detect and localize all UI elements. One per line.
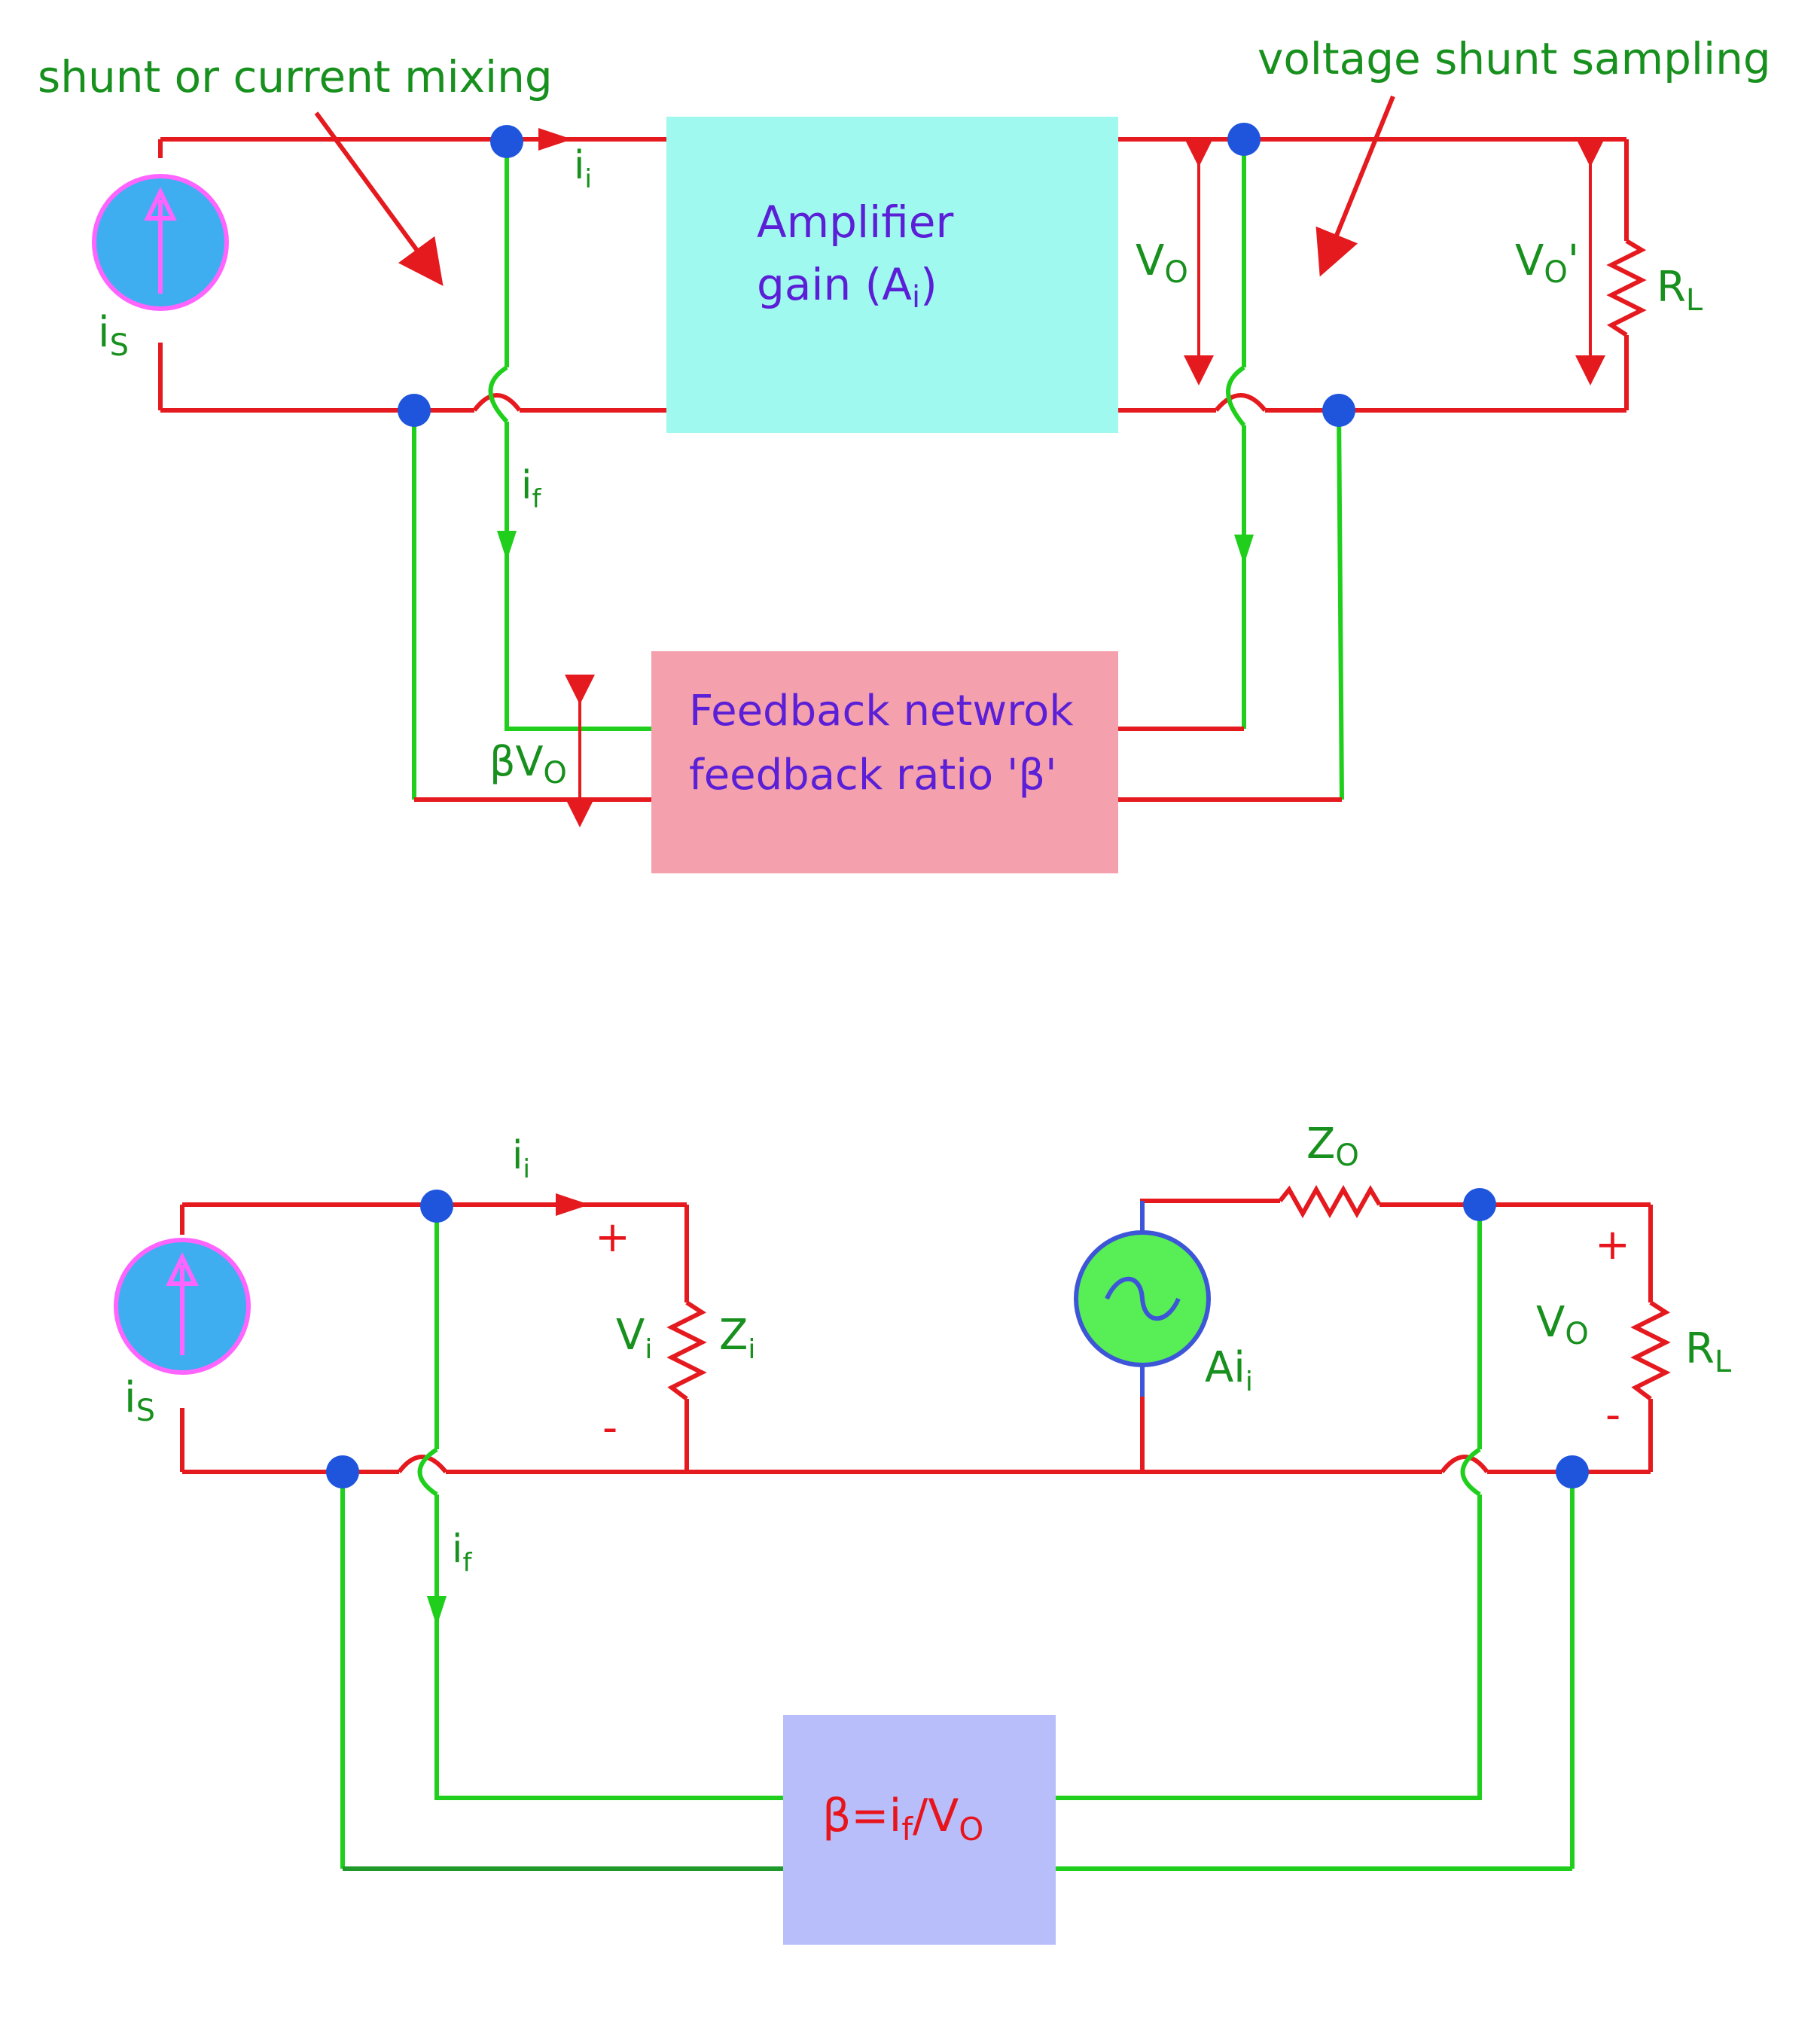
bot-zi-label: Zi [719, 1311, 755, 1365]
bot-node-output-bottom [1556, 1455, 1589, 1488]
top-circuit: shunt or current mixing voltage shunt sa… [38, 33, 1771, 873]
feedback-network-title: Feedback netwrok [689, 687, 1074, 736]
bot-zi-resistor [666, 1300, 707, 1401]
top-sample-arrowhead [1234, 535, 1254, 565]
bot-ai-label: Aii [1205, 1343, 1253, 1397]
top-input-bottom-wire-hop [472, 393, 522, 412]
bot-vi-label: Vi [616, 1311, 652, 1365]
top-current-source-arrowhead [144, 187, 177, 221]
top-if-wire-hop [488, 365, 509, 424]
bot-if-wire-lower [434, 1494, 783, 1800]
bot-ii-arrow [556, 1193, 590, 1216]
bot-minus-in: - [602, 1403, 617, 1452]
bot-sample-wire-hop [1460, 1447, 1481, 1497]
top-beta-vo-label: βVO [489, 738, 567, 791]
top-sample-return-right [1337, 410, 1344, 800]
bot-plus-out: + [1595, 1220, 1630, 1269]
top-node-output-top [1227, 123, 1261, 156]
bot-minus-out: - [1605, 1391, 1620, 1440]
bot-ii-label: ii [512, 1133, 530, 1184]
bot-ac-source-sine-icon [1105, 1276, 1181, 1321]
top-node-input-top [490, 125, 523, 158]
bot-beta-block [783, 1715, 1056, 1945]
top-vo-prime-label: VO' [1515, 236, 1579, 290]
top-ii-arrow [538, 128, 572, 151]
bot-if-label: if [452, 1527, 472, 1578]
bot-if-arrowhead [427, 1596, 447, 1626]
bot-current-source-arrowhead [166, 1252, 199, 1286]
top-is-label: iS [98, 308, 129, 363]
annotation-right-pointer [1315, 95, 1395, 277]
bot-is-label: iS [124, 1373, 155, 1428]
annotation-voltage-sampling: voltage shunt sampling [1258, 33, 1771, 84]
feedback-network-block [651, 651, 1118, 873]
top-if-arrowhead [497, 531, 517, 561]
bot-node-input-top [420, 1190, 453, 1223]
top-if-wire-lower [505, 422, 651, 731]
bot-zo-resistor [1278, 1184, 1382, 1219]
bot-rl-label: RL [1685, 1324, 1732, 1379]
bot-rl-resistor [1630, 1300, 1671, 1401]
amplifier-block [666, 117, 1118, 433]
top-rl-resistor [1606, 239, 1647, 337]
top-output-bottom-wire-hop [1214, 393, 1267, 412]
bot-zo-label: ZO [1306, 1120, 1359, 1173]
bot-sample-wire-lower [1056, 1494, 1482, 1800]
annotation-shunt-mixing: shunt or current mixing [38, 51, 553, 102]
feedback-ratio-label: feedback ratio 'β' [689, 751, 1057, 800]
bot-node-output-top [1463, 1188, 1496, 1221]
top-rl-label: RL [1657, 263, 1703, 318]
bot-ground-wire-hop1 [397, 1455, 448, 1473]
amplifier-title: Amplifier [757, 197, 953, 248]
amplifier-gain-label: gain (Ai) [757, 259, 937, 315]
top-node-input-bottom [398, 394, 431, 427]
top-node-output-bottom [1322, 394, 1355, 427]
top-vo-label: VO [1136, 236, 1188, 290]
bot-ground-wire-hop2 [1440, 1455, 1489, 1473]
top-ii-label: ii [574, 143, 592, 194]
top-sample-wire-hop [1226, 365, 1246, 427]
bot-node-input-bottom [326, 1455, 359, 1488]
bot-beta-formula: β=if/VO [822, 1790, 983, 1848]
bottom-circuit: β=if/VO iS ii if Vi Zi ZO Aii VO RL + - … [114, 1120, 1732, 1945]
bot-plus-in: + [595, 1213, 630, 1262]
top-if-label: if [521, 463, 541, 514]
bot-vo-label: VO [1536, 1298, 1589, 1351]
bot-if-wire-hop [417, 1447, 438, 1497]
